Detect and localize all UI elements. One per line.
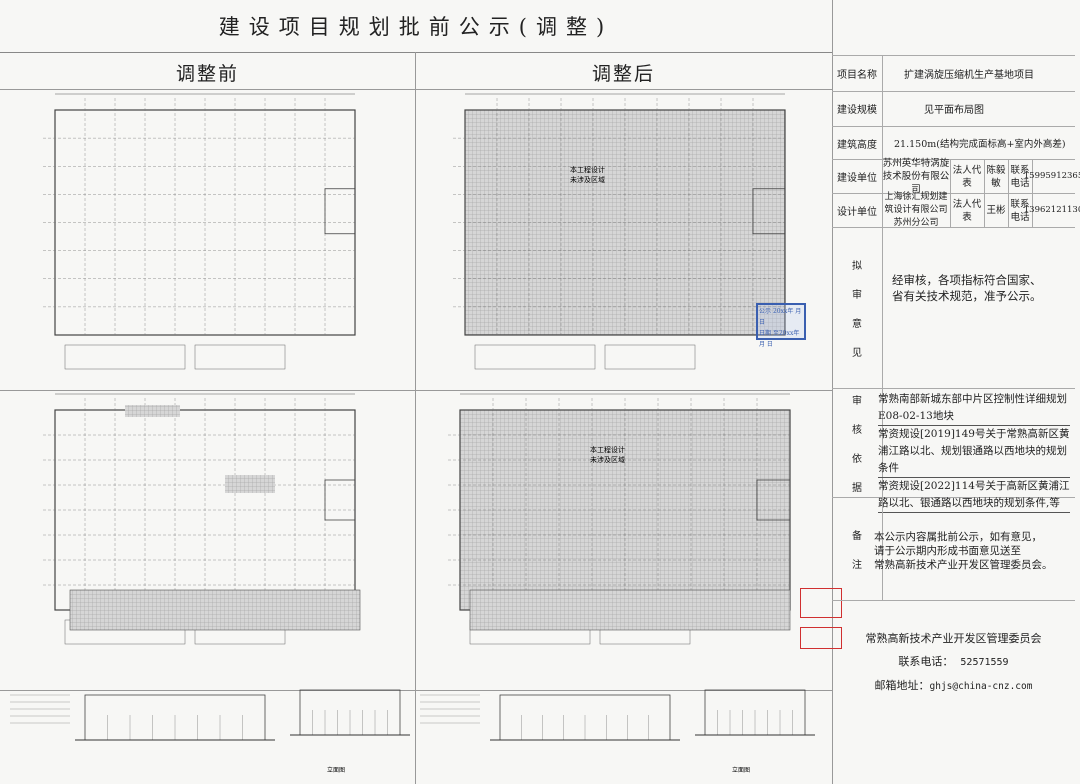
red-seal-stamp [800, 588, 842, 618]
elevation-drawing [75, 694, 275, 741]
unaffected-area-note-top: 本工程设计 未涉及区域 [570, 165, 605, 184]
plan-before-upper [43, 93, 356, 370]
floor-plans [43, 93, 791, 645]
plan-after-lower [448, 393, 791, 645]
red-seal-stamp [800, 627, 842, 649]
plan-before-lower [43, 393, 356, 645]
builder-phone: 15995912365 [1023, 171, 1080, 181]
scale-label: 建设规模 [832, 91, 883, 126]
after-heading: 调整后 [591, 62, 655, 85]
elevation-drawing [490, 694, 680, 741]
note-text: 本工程设计 [590, 445, 625, 454]
note-text: 未涉及区域 [570, 175, 605, 184]
designer-phone: 13962121130 [1023, 205, 1080, 215]
divider [0, 390, 832, 391]
divider [415, 52, 416, 784]
elevation-drawing [695, 689, 815, 736]
divider [0, 89, 832, 90]
footer: 常熟高新技术产业开发区管理委员会 联系电话： 52571559 邮箱地址：ghj… [832, 627, 1075, 698]
shaded-block [125, 405, 180, 417]
elevation-drawing [290, 689, 410, 736]
opinion-label: 拟审意见 [832, 228, 883, 388]
note-text: 本工程设计 [570, 165, 605, 174]
divider [0, 690, 832, 691]
scale-value: 见平面布局图 [924, 105, 984, 116]
basis-item: 常资规设[2019]149号关于常熟高新区黄浦江路以北、规划银通路以西地块的规划… [878, 426, 1070, 478]
shaded-block [225, 475, 275, 493]
elevations [10, 689, 815, 741]
builder-rep: 陈毅敏 [984, 160, 1009, 193]
publicity-date-stamp: 公示 20xx年 月 日 日期 至20xx年 月 日 [756, 303, 806, 348]
remarks-text: 本公示内容属批前公示，如有意见， 请于公示期内形成书面意见送至 常熟高新技术产业… [874, 531, 1053, 571]
footer-org: 常熟高新技术产业开发区管理委员会 [865, 632, 1042, 645]
divider [832, 0, 833, 784]
builder-phone-label: 联系电话 [1008, 160, 1033, 193]
designer-rep: 王彬 [984, 194, 1009, 227]
project-name-value: 扩建涡旋压缩机生产基地项目 [904, 70, 1034, 81]
builder-name: 苏州英华特涡旋技术股份有限公司 [882, 158, 951, 195]
designer-rep-label: 法人代表 [950, 194, 985, 227]
footer-phone: 联系电话： 52571559 [898, 655, 1009, 668]
basis-item: 常熟南部新城东部中片区控制性详细规划E08-02-13地块 [878, 391, 1070, 426]
page-title: 建设项目规划批前公示(调整) [0, 0, 832, 53]
unaffected-area-note-bottom: 本工程设计 未涉及区域 [590, 445, 625, 464]
elevation-label: 立面图 [327, 766, 345, 774]
opinion-text: 经审核，各项指标符合国家、省有关技术规范，准予公示。 [892, 273, 1042, 303]
basis-label: 审核依据 [832, 389, 883, 497]
designer-phone-label: 联系电话 [1008, 194, 1033, 227]
note-text: 未涉及区域 [590, 455, 625, 464]
remarks-label: 备注 [832, 498, 883, 600]
height-label: 建筑高度 [832, 127, 883, 159]
builder-label: 建设单位 [832, 160, 883, 193]
designer-name: 上海徐汇规划建筑设计有限公司苏州分公司 [882, 192, 951, 228]
shaded-band [469, 589, 791, 631]
project-name-label: 项目名称 [832, 56, 883, 91]
basis-list: 常熟南部新城东部中片区控制性详细规划E08-02-13地块 常资规设[2019]… [878, 391, 1070, 513]
basis-item: 常资规设[2022]114号关于高新区黄浦江路以北、银通路以西地块的规划条件,等 [878, 478, 1070, 513]
designer-label: 设计单位 [832, 194, 883, 227]
shaded-band [69, 589, 361, 631]
footer-email[interactable]: 邮箱地址：ghjs@china-cnz.com [874, 679, 1033, 692]
before-heading: 调整前 [175, 62, 239, 85]
plan-after-upper [453, 93, 786, 370]
drawings-area: 本工程设计 未涉及区域 本工程设计 未涉及区域 立面图 立面图 [10, 93, 815, 774]
builder-rep-label: 法人代表 [950, 160, 985, 193]
height-value: 21.150m(结构完成面标高+室内外高差) [894, 139, 1066, 150]
info-panel: 项目名称 扩建涡旋压缩机生产基地项目 建设规模 见平面布局图 建筑高度 21.1… [832, 52, 1080, 784]
elevation-label: 立面图 [732, 766, 750, 774]
